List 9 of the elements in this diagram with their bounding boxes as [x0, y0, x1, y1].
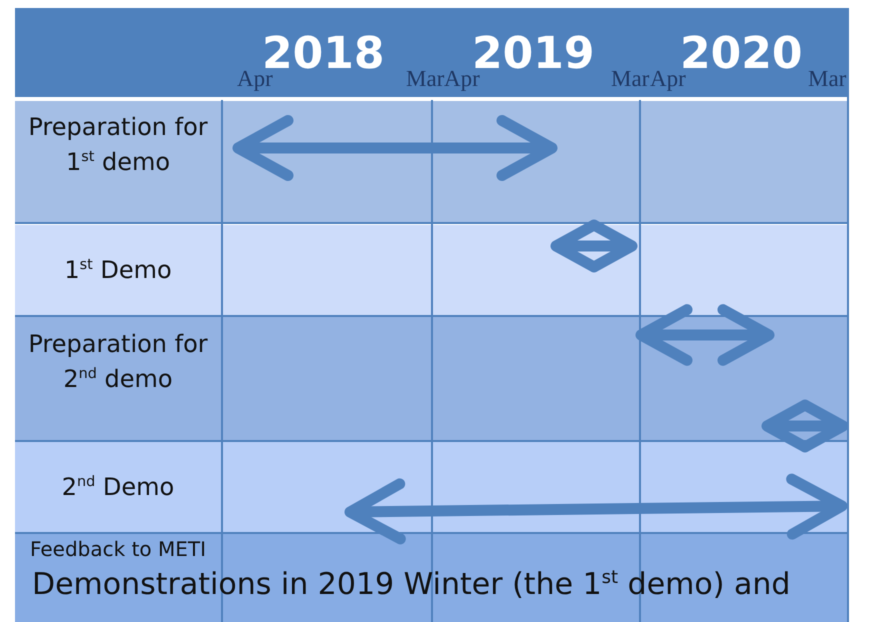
month-label: Mar	[808, 66, 846, 92]
row-header: 2$^{nd}$ Demo	[60, 472, 176, 503]
month-label: Mar	[406, 66, 444, 92]
caption: Demonstrations in 2019 Winter (the 1$^{st}$ demo) and	[32, 567, 790, 602]
row-header: Feedback to METI	[28, 538, 208, 560]
row-header: Preparation for 1$^{st}$ demo	[27, 112, 209, 178]
month-label: Mar	[611, 66, 650, 92]
row-header: Preparation for 2$^{nd}$ demo	[27, 329, 209, 395]
row-header: 1$^{st}$ Demo	[63, 255, 173, 286]
